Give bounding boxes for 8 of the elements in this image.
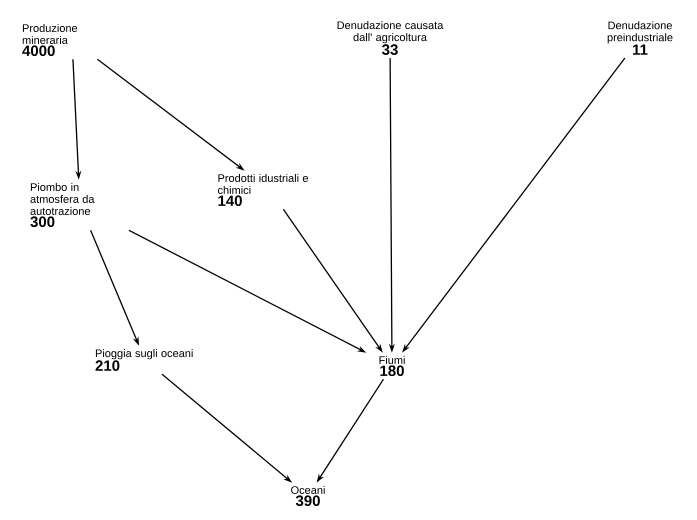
flow-label: Denudazione preindustriale 11: [608, 21, 672, 55]
flow-label: Fiumi 180: [379, 356, 405, 376]
flow-label: Pioggia sugli oceani 210: [96, 349, 193, 371]
flow-label: Produzione mineraria 4000: [22, 24, 78, 56]
flow-label: Prodotti idustriali e chimici 140: [218, 174, 308, 206]
flow-label: Oceani 390: [291, 486, 325, 506]
flow-label: Denudazione causata dall' agricoltura 33: [338, 21, 444, 55]
flow-label: Piombo in atmosfera da autotrazione 300: [30, 182, 94, 228]
